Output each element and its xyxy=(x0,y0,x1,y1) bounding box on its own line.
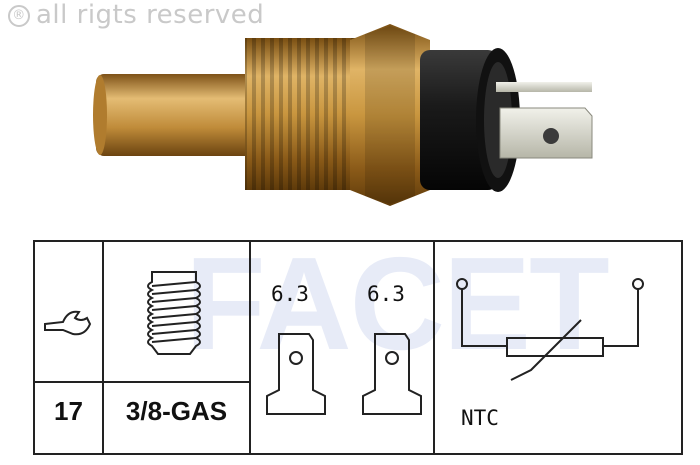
spec-table: 17 3/8-GAS 6.3 6.3 NTC xyxy=(33,240,683,455)
divider xyxy=(249,242,251,453)
thread-ridges xyxy=(245,38,360,190)
wrench-icon xyxy=(44,310,92,336)
divider xyxy=(433,242,435,453)
sensor-type: NTC xyxy=(461,406,499,430)
probe-tip xyxy=(96,74,256,156)
thread-spec: 3/8-GAS xyxy=(125,396,228,426)
terminal-hole xyxy=(543,128,559,144)
divider xyxy=(102,242,104,453)
flat-terminal-icon xyxy=(266,333,422,415)
terminal-pin xyxy=(496,82,592,92)
terminal-1-size: 6.3 xyxy=(271,282,309,306)
probe-end xyxy=(93,75,107,155)
terminal-2-size: 6.3 xyxy=(367,282,405,306)
hex-nut xyxy=(350,24,430,206)
sensor-photo xyxy=(93,24,593,206)
hex-facet xyxy=(365,26,415,204)
thread-cell xyxy=(104,242,249,381)
copyright-text: all rigts reserved xyxy=(36,0,265,30)
registered-symbol: ® xyxy=(8,5,30,27)
connector-housing xyxy=(420,50,498,190)
wrench-size: 17 xyxy=(54,396,83,426)
copyright-notice: ® all rigts reserved xyxy=(8,0,264,30)
thread-icon xyxy=(147,271,201,355)
ntc-thermistor-icon xyxy=(456,278,644,381)
divider xyxy=(35,381,249,383)
wrench-cell xyxy=(35,242,102,381)
